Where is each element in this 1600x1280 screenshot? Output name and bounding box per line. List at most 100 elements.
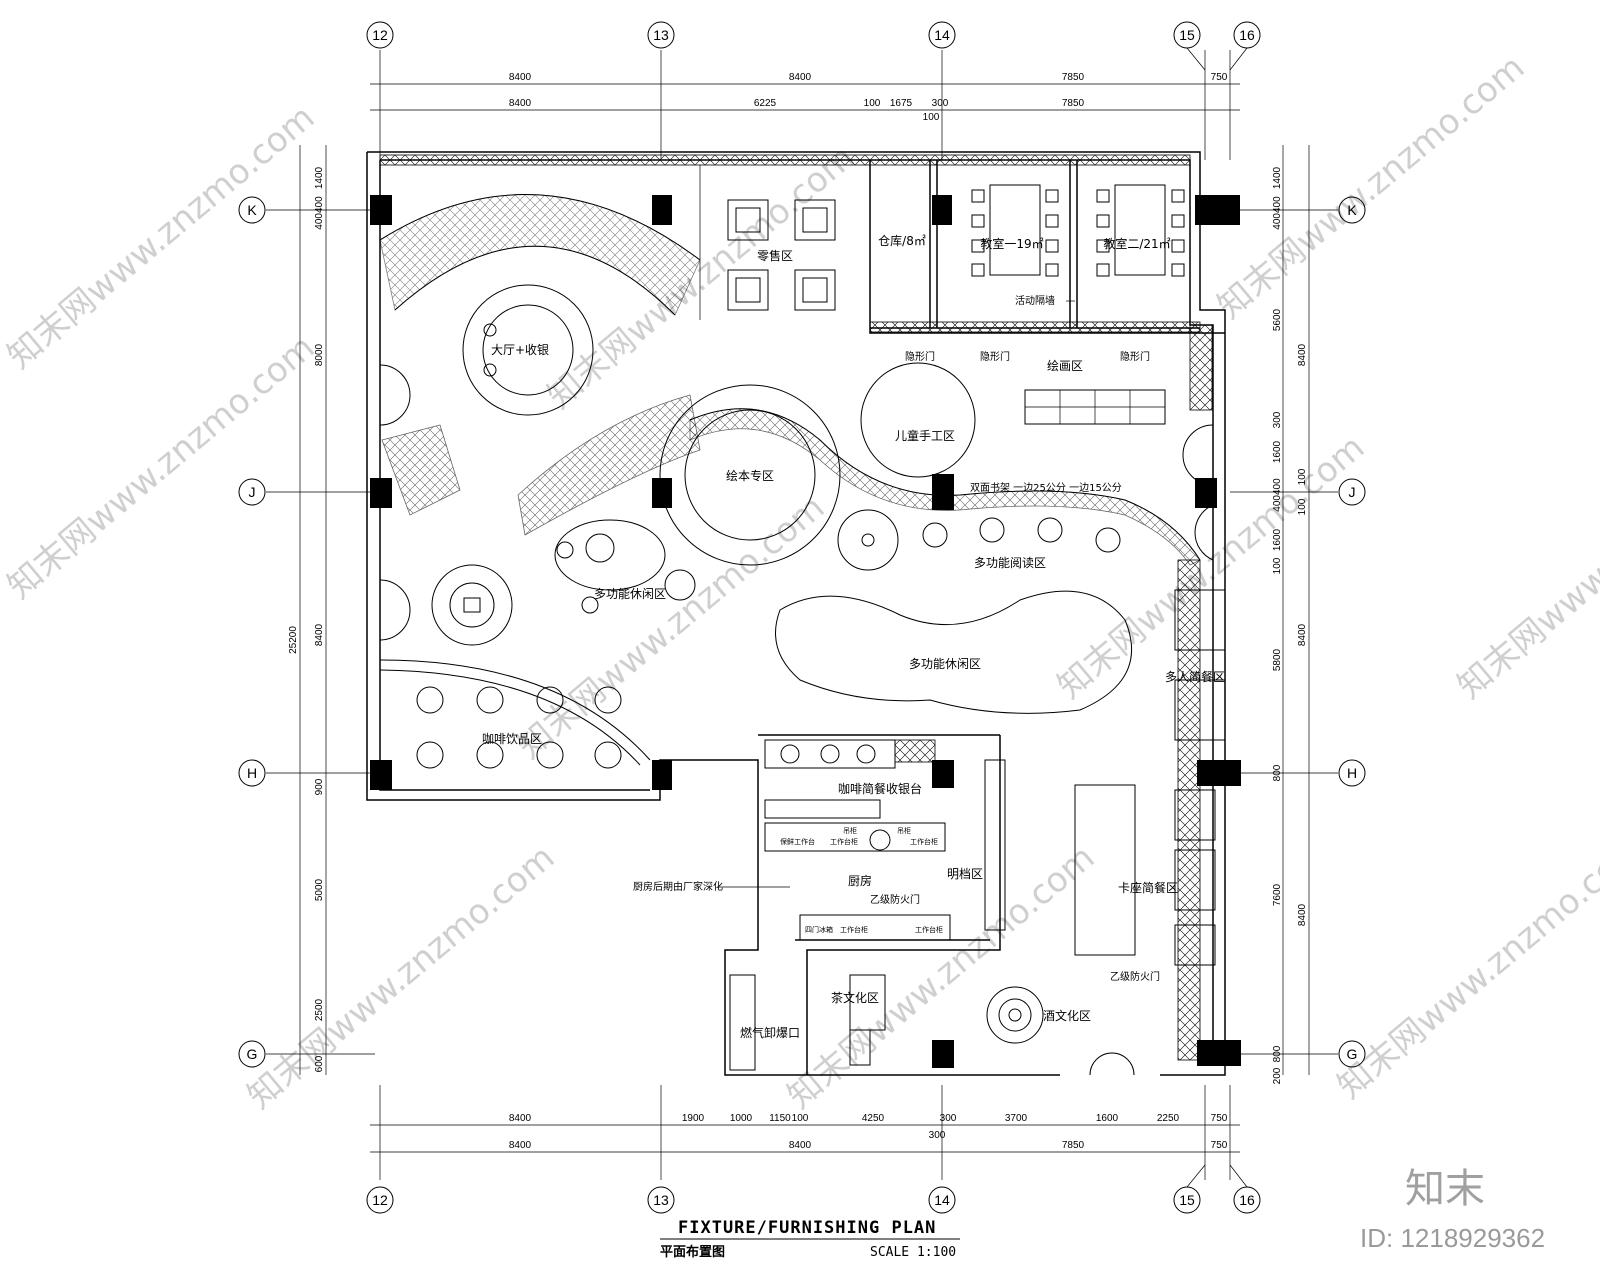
label-fire-door-2: 乙级防火门 xyxy=(1110,970,1160,983)
dimension-value: 8400 xyxy=(509,1140,532,1151)
watermark-text: 知末网www.znzmo.com xyxy=(240,837,562,1116)
title-block: FIXTURE/FURNISHING PLAN 平面布置图 SCALE 1:10… xyxy=(660,1218,960,1260)
dimension-lines: 8400 8400 7850 750 8400 6225 100 1675 30… xyxy=(288,72,1310,1153)
dimension-value: 8000 xyxy=(314,343,325,366)
grid-label-col: 15 xyxy=(1179,27,1195,43)
dimension-value: 1400 xyxy=(1272,166,1283,189)
label-fixture: 工作台柜 xyxy=(840,925,868,934)
kitchen-area xyxy=(729,739,1135,1076)
dimension-value: 8400 xyxy=(1297,623,1308,646)
label-hidden-door: 隐形门 xyxy=(1120,350,1150,363)
grid-label-row: K xyxy=(1347,202,1357,218)
dimension-value: 8400 xyxy=(509,98,532,109)
grid-label-col: 16 xyxy=(1239,1192,1255,1208)
label-fire-door: 乙级防火门 xyxy=(870,893,920,906)
dimension-value: 7850 xyxy=(1062,1140,1085,1151)
dimension-value: 5000 xyxy=(314,878,325,901)
dimension-value: 8400 xyxy=(1297,343,1308,366)
dimension-value: 300 xyxy=(929,1130,946,1141)
grid-label-row: J xyxy=(249,484,256,500)
dimension-value: 7850 xyxy=(1062,72,1085,83)
watermark-text: 知末网www.znzmo.com xyxy=(0,327,322,606)
column xyxy=(1195,195,1240,225)
dimension-value: 1600 xyxy=(1096,1113,1119,1124)
dimension-value: 8400 xyxy=(1297,903,1308,926)
watermark-text: 知末网www.znzmo.com xyxy=(510,487,832,766)
grid-label-col: 14 xyxy=(934,1192,950,1208)
label-kitchen-note: 厨房后期由厂家深化 xyxy=(633,880,723,893)
label-reading: 多功能阅读区 xyxy=(974,556,1046,570)
grid-label-col: 13 xyxy=(653,1192,669,1208)
building-walls xyxy=(366,151,1241,1076)
label-fixture: 吊柜 xyxy=(897,826,911,835)
zone-labels: 大厅+收银 零售区 仓库/8㎡ 教室一19㎡ 教室二/21㎡ 活动隔墙 隐形门 … xyxy=(482,233,1225,1040)
label-fixture: 工作台柜 xyxy=(830,837,858,846)
label-painting: 绘画区 xyxy=(1047,358,1083,373)
dimension-value: 8400 xyxy=(789,72,812,83)
label-group-dining: 多人简餐区 xyxy=(1165,669,1225,684)
dimension-value: 400400 xyxy=(1272,478,1283,512)
label-lobby: 大厅+收银 xyxy=(491,343,549,357)
label-fixture: 保鲜工作台 xyxy=(780,837,815,846)
dimension-value: 100 xyxy=(923,112,940,123)
label-hidden-door: 隐形门 xyxy=(980,350,1010,363)
label-fixture: 吊柜 xyxy=(843,826,857,835)
label-retail: 零售区 xyxy=(757,248,793,263)
watermark-text: 知末网www.znzmo.com xyxy=(1210,47,1532,326)
label-cashier: 咖啡简餐收银台 xyxy=(838,781,922,796)
dimension-value: 8400 xyxy=(509,72,532,83)
dimension-value: 800 xyxy=(1272,764,1283,781)
dimension-value: 300 xyxy=(940,1113,957,1124)
brand-watermark: 知末 xyxy=(1405,1166,1485,1212)
label-fixture: 工作台柜 xyxy=(910,837,938,846)
classrooms xyxy=(971,184,1185,425)
label-wine-culture: 酒文化区 xyxy=(1043,1008,1091,1023)
dimension-total: 25200 xyxy=(288,626,299,654)
label-bookshelf-note: 双面书架 一边25公分 一边15公分 xyxy=(970,482,1122,494)
column xyxy=(1195,478,1217,508)
dimension-value: 300 xyxy=(932,98,949,109)
grid-label-col: 14 xyxy=(934,27,950,43)
label-kitchen: 厨房 xyxy=(848,873,872,888)
label-coffee-drinks: 咖啡饮品区 xyxy=(482,731,542,746)
dimension-value: 2500 xyxy=(314,998,325,1021)
dimension-value: 5800 xyxy=(1272,648,1283,671)
grid-label-row: K xyxy=(247,202,257,218)
dimension-value: 600 xyxy=(314,1055,325,1072)
coffee-tables xyxy=(416,686,622,769)
drawing-subtitle: 平面布置图 xyxy=(660,1244,725,1260)
grid-label-col: 16 xyxy=(1239,27,1255,43)
grid-label-row: H xyxy=(1347,765,1357,781)
dimension-value: 8400 xyxy=(314,623,325,646)
column xyxy=(932,760,954,788)
watermark-layer: 知末网www.znzmo.com 知末网www.znzmo.com 知末网www… xyxy=(0,47,1600,1116)
column xyxy=(652,760,672,790)
dimension-value: 400400 xyxy=(1272,196,1283,230)
dimension-value: 2250 xyxy=(1157,1113,1180,1124)
label-leisure-small: 多功能休闲区 xyxy=(594,587,666,601)
dimension-value: 750 xyxy=(1211,72,1228,83)
drawing-scale: SCALE 1:100 xyxy=(870,1245,956,1260)
dimension-value: 1600 xyxy=(1272,528,1283,551)
dimension-value: 100 xyxy=(1272,557,1283,574)
grid-label-col: 15 xyxy=(1179,1192,1195,1208)
drawing-title: FIXTURE/FURNISHING PLAN xyxy=(678,1218,936,1238)
dimension-value: 100 xyxy=(1297,468,1308,485)
label-classroom-2: 教室二/21㎡ xyxy=(1103,236,1170,251)
dimension-value: 300 xyxy=(1272,411,1283,428)
label-gas-vent: 燃气卸爆口 xyxy=(740,1025,800,1040)
label-booth-dining: 卡座简餐区 xyxy=(1118,880,1178,895)
dimension-value: 100 xyxy=(1297,498,1308,515)
dimension-value: 3700 xyxy=(1005,1113,1028,1124)
grid-axes: 12 13 14 15 16 12 13 14 15 16 K J H G K … xyxy=(238,21,1366,1214)
dimension-value: 4250 xyxy=(862,1113,885,1124)
dimension-value: 1400 xyxy=(314,166,325,189)
grid-label-col: 12 xyxy=(372,1192,388,1208)
label-classroom-1: 教室一19㎡ xyxy=(980,236,1043,251)
dimension-value: 5600 xyxy=(1272,308,1283,331)
dimension-value: 100 xyxy=(864,98,881,109)
dimension-value: 1150 xyxy=(769,1113,791,1124)
label-storage: 仓库/8㎡ xyxy=(878,233,926,248)
dimension-value: 1600 xyxy=(1272,440,1283,463)
